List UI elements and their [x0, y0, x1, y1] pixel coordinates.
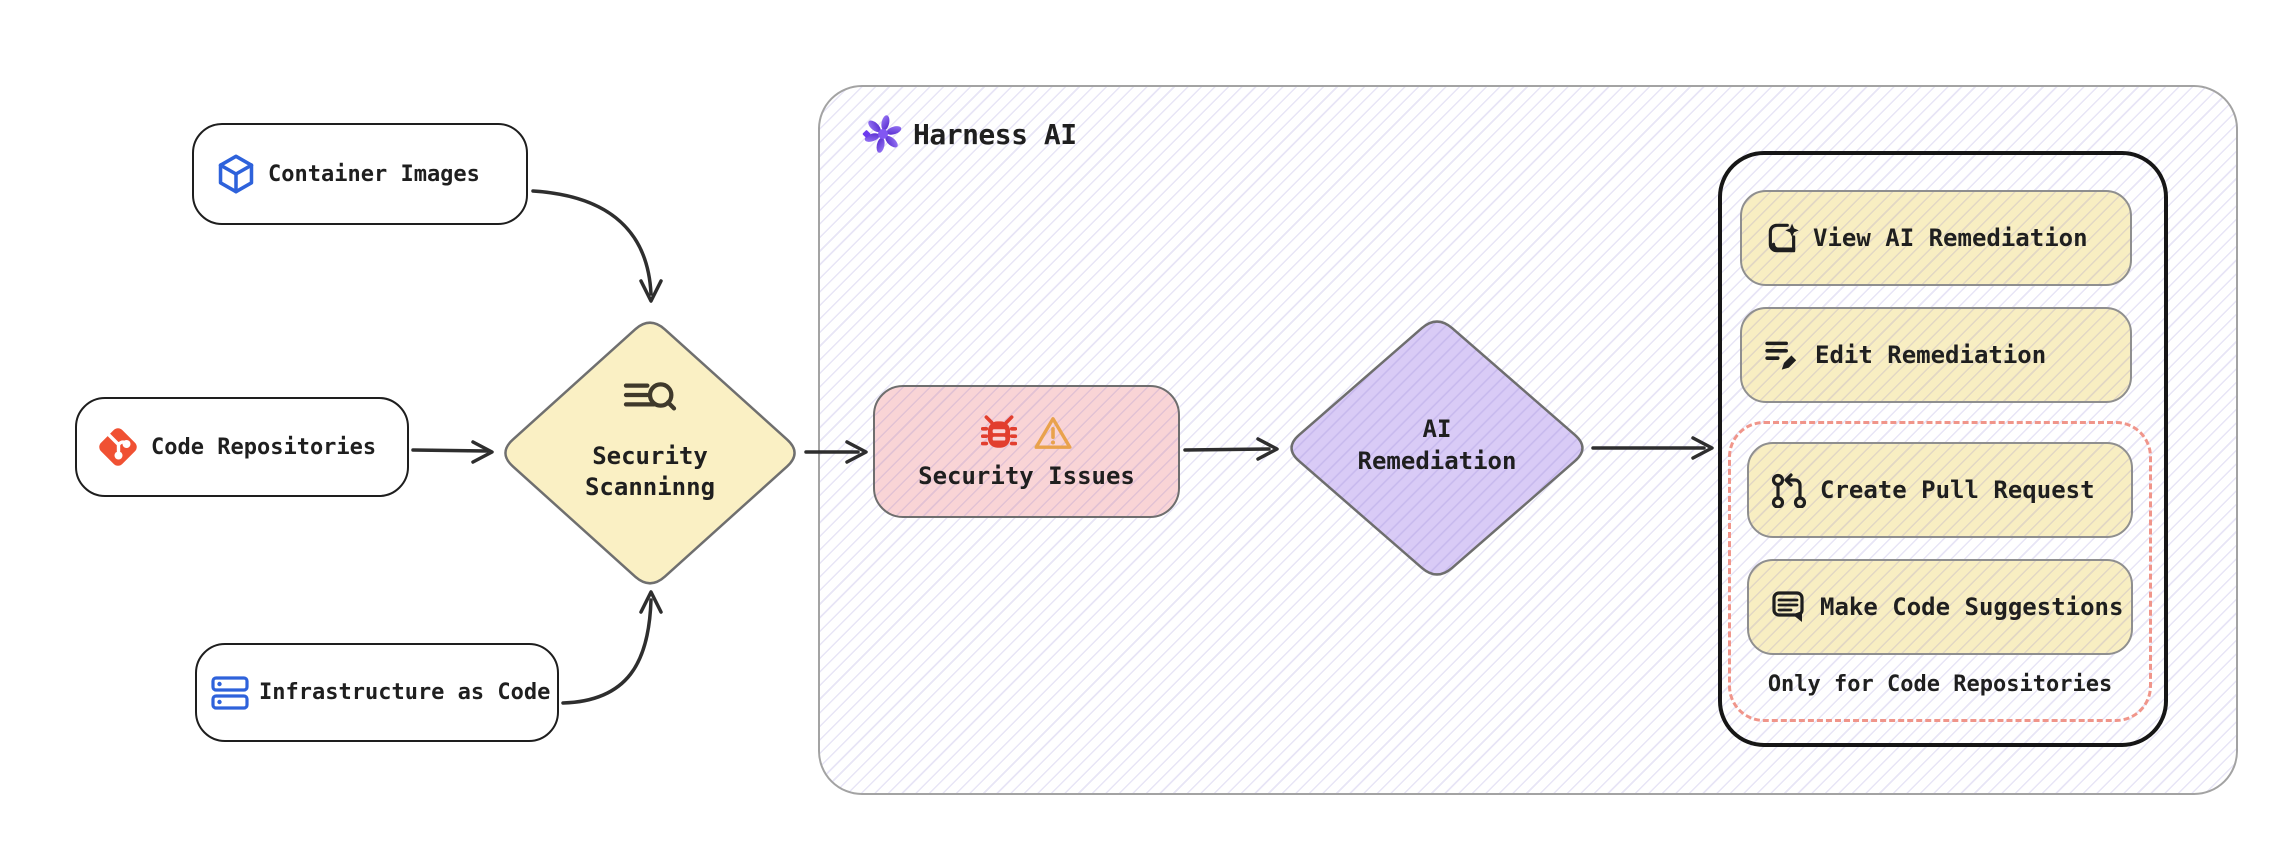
- arrow-container-images-to-scanning: [531, 189, 663, 303]
- cube-icon: [218, 154, 254, 194]
- action-label: Make Code Suggestions: [1820, 593, 2124, 621]
- node-security-issues: Security Issues: [873, 385, 1180, 518]
- node-label: Container Images: [268, 161, 480, 187]
- security-scanning-line1: Security: [592, 442, 708, 470]
- comment-lines-icon: [1772, 591, 1804, 622]
- pull-request-icon: [1771, 473, 1807, 508]
- action-label: View AI Remediation: [1813, 224, 2088, 252]
- action-edit-remediation: Edit Remediation: [1740, 307, 2132, 403]
- node-label: Infrastructure as Code: [259, 680, 551, 705]
- code-repositories-only-note: Only for Code Repositories: [1767, 672, 2113, 697]
- scan-search-icon: [623, 382, 677, 411]
- node-infrastructure-as-code: Infrastructure as Code: [195, 643, 559, 742]
- action-view-ai-remediation: View AI Remediation: [1740, 190, 2132, 286]
- ai-remediation-line1: AI: [1422, 415, 1452, 443]
- security-scanning-line2: Scanninng: [584, 473, 716, 501]
- view-remediation-icon: [1768, 223, 1799, 253]
- server-stack-icon: [211, 675, 249, 710]
- action-create-pull-request: Create Pull Request: [1747, 442, 2133, 538]
- action-make-code-suggestions: Make Code Suggestions: [1747, 559, 2133, 655]
- arrow-code-repositories-to-scanning: [411, 440, 494, 464]
- security-scanning-label: Security Scanninng: [540, 441, 760, 503]
- node-code-repositories: Code Repositories: [75, 397, 409, 497]
- harness-ai-logo-icon: [862, 115, 902, 153]
- git-icon: [99, 428, 137, 466]
- remediation-actions-container: [1718, 151, 2168, 747]
- security-issues-label: Security Issues: [918, 461, 1135, 490]
- security-issues-icons: [980, 414, 1073, 452]
- code-repo-only-group: [1728, 421, 2152, 722]
- node-label: Code Repositories: [151, 434, 377, 460]
- arrow-iac-to-scanning: [561, 590, 663, 705]
- bug-icon: [980, 414, 1017, 448]
- warning-icon: [1033, 416, 1072, 449]
- ai-remediation-label: AI Remediation: [1327, 413, 1547, 477]
- node-container-images: Container Images: [192, 123, 528, 225]
- ai-remediation-line2: Remediation: [1357, 447, 1517, 475]
- edit-remediation-icon: [1765, 341, 1797, 370]
- action-label: Create Pull Request: [1820, 476, 2095, 504]
- action-label: Edit Remediation: [1815, 341, 2047, 369]
- harness-ai-title: Harness AI: [913, 117, 1077, 151]
- harness-ai-header: Harness AI: [862, 112, 1077, 156]
